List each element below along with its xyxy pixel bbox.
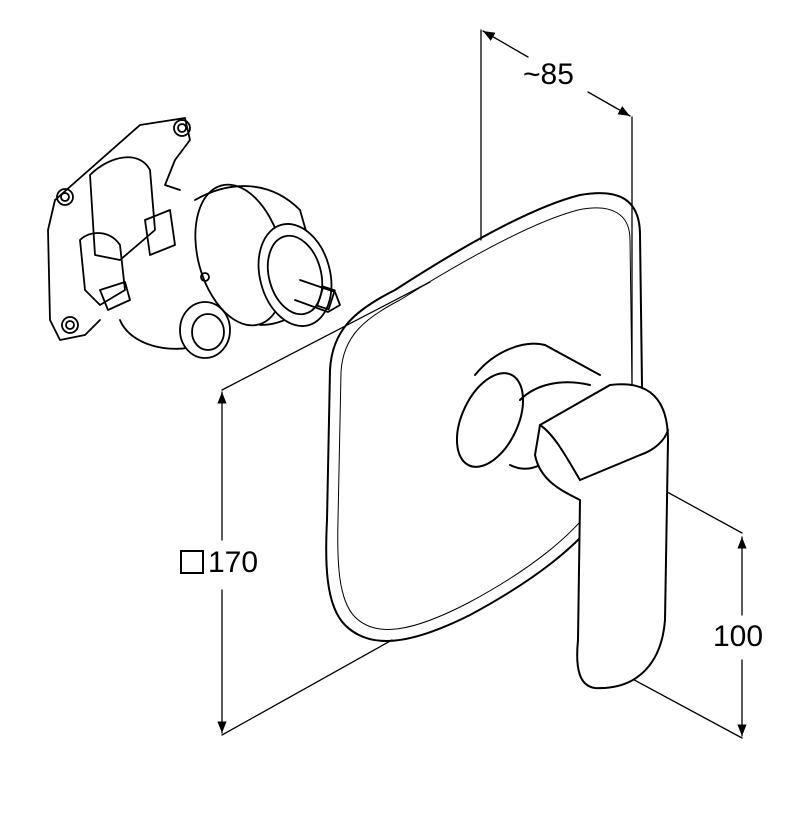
cover-plate — [325, 192, 643, 642]
plate-size-label: 170 — [208, 546, 259, 579]
square-symbol-icon — [180, 550, 204, 574]
handle-height-label: 100 — [713, 620, 764, 653]
lever-handle — [455, 342, 669, 690]
valve-body — [47, 117, 341, 359]
depth-label: ~85 — [523, 58, 574, 91]
dimension-plate-size — [217, 281, 431, 736]
